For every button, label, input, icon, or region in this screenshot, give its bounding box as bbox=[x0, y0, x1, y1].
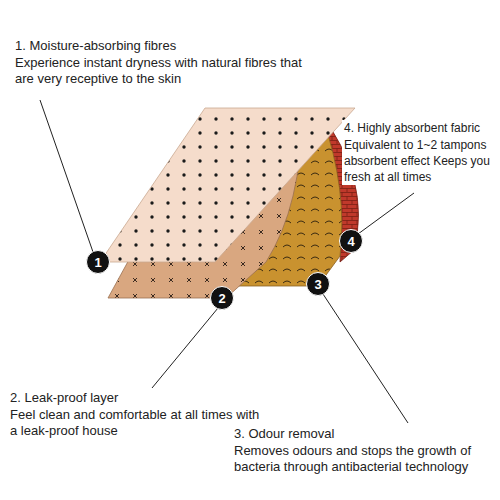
leader-line bbox=[358, 193, 414, 234]
callout-body: Equivalent to 1~2 tampons absorbent effe… bbox=[342, 137, 500, 185]
callout-heading: 1. Moisture-absorbing fibres bbox=[15, 38, 315, 54]
leader-line bbox=[40, 100, 93, 252]
callout-heading: 4. Highly absorbent fabric bbox=[342, 120, 500, 136]
callout-body: Experience instant dryness with natural … bbox=[15, 55, 310, 87]
leader-line bbox=[152, 308, 218, 388]
leader-line bbox=[323, 294, 408, 423]
callout-circle: 2 bbox=[210, 286, 234, 310]
callout-heading: 3. Odour removal bbox=[234, 426, 496, 442]
callout-number: 3 bbox=[314, 278, 321, 291]
callout-heading: 2. Leak-proof layer bbox=[10, 390, 260, 406]
callout-number: 1 bbox=[94, 256, 101, 269]
top-layer bbox=[100, 108, 355, 262]
callout-body: Feel clean and comfortable at all times … bbox=[10, 407, 260, 439]
callout-circle: 3 bbox=[306, 272, 330, 296]
callout-circle: 4 bbox=[339, 229, 363, 253]
callout-number: 4 bbox=[347, 235, 354, 248]
callout-number: 2 bbox=[218, 292, 225, 305]
callout-body: Removes odours and stops the growth of b… bbox=[234, 443, 496, 475]
callout-circle: 1 bbox=[86, 250, 110, 274]
